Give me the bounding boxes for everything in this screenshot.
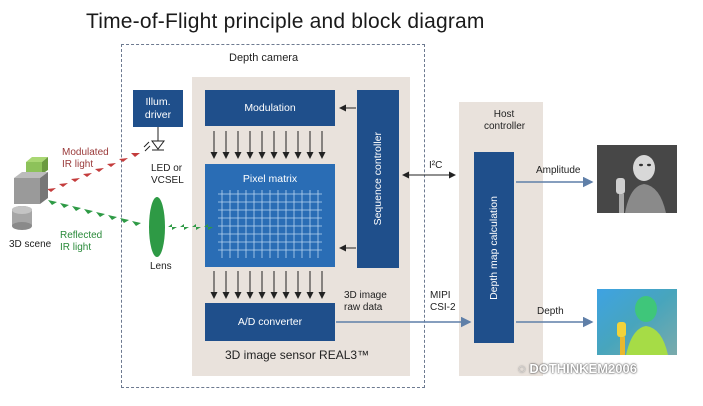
mipi-label: MIPI CSI-2 [430,290,456,314]
pixel-grid [218,190,322,258]
ad-converter-block: A/D converter [205,303,335,341]
sequence-arrows [339,104,356,252]
modulated-label: Modulated IR light [62,147,109,171]
illum-driver-block: Illum. driver [133,90,183,127]
modulated-line1: Modulated [62,147,109,158]
readout-arrows [210,271,326,299]
raw-data-line2: raw data [344,302,383,313]
depth-camera-label: Depth camera [229,52,299,64]
modulation-block: Modulation [205,90,335,126]
scene-label: 3D scene [9,239,52,250]
reflected-line1: Reflected [60,230,103,241]
scene-objects [12,157,48,230]
lens-shape [149,197,165,257]
diagram-title: Time-of-Flight principle and block diagr… [86,10,485,33]
mipi-line1: MIPI [430,290,451,301]
raw-data-label: 3D image raw data [344,290,387,314]
illum-driver-line2: driver [144,108,172,121]
depth-map-block: Depth map calculation [474,152,514,343]
depth-image [597,289,677,355]
depth-camera-boundary [121,44,425,388]
sensor-label: 3D image sensor REAL3™ [225,348,370,362]
sequence-controller-block: Sequence controller [357,90,399,268]
wechat-icon: ◌ [518,361,530,376]
mipi-line2: CSI-2 [430,302,456,313]
modulated-line2: IR light [62,159,94,170]
watermark-text: DOTHINKEM2006 [529,361,637,376]
i2c-label: I²C [429,160,443,171]
depth-label: Depth [537,306,564,317]
led-line1: LED or [151,163,183,174]
host-label: Host controller [484,109,526,133]
raw-data-line1: 3D image [344,290,387,301]
modulated-light-rays [47,153,140,192]
lens-label: Lens [150,261,172,272]
reflected-light-rays [48,200,141,226]
amplitude-label: Amplitude [536,165,581,176]
led-label: LED or VCSEL [151,163,184,187]
watermark: ◌ DOTHINKEM2006 [518,361,637,376]
led-icon [143,140,165,152]
illum-driver-line1: Illum. [145,95,171,108]
reflected-line2: IR light [60,242,92,253]
amplitude-image [597,145,677,213]
led-line2: VCSEL [151,175,184,186]
pixel-matrix-label: Pixel matrix [242,173,298,185]
focused-light-rays [168,224,213,230]
modulation-arrows [210,131,326,159]
host-line2: controller [484,121,526,132]
reflected-label: Reflected IR light [60,230,102,254]
host-line1: Host [493,109,515,120]
